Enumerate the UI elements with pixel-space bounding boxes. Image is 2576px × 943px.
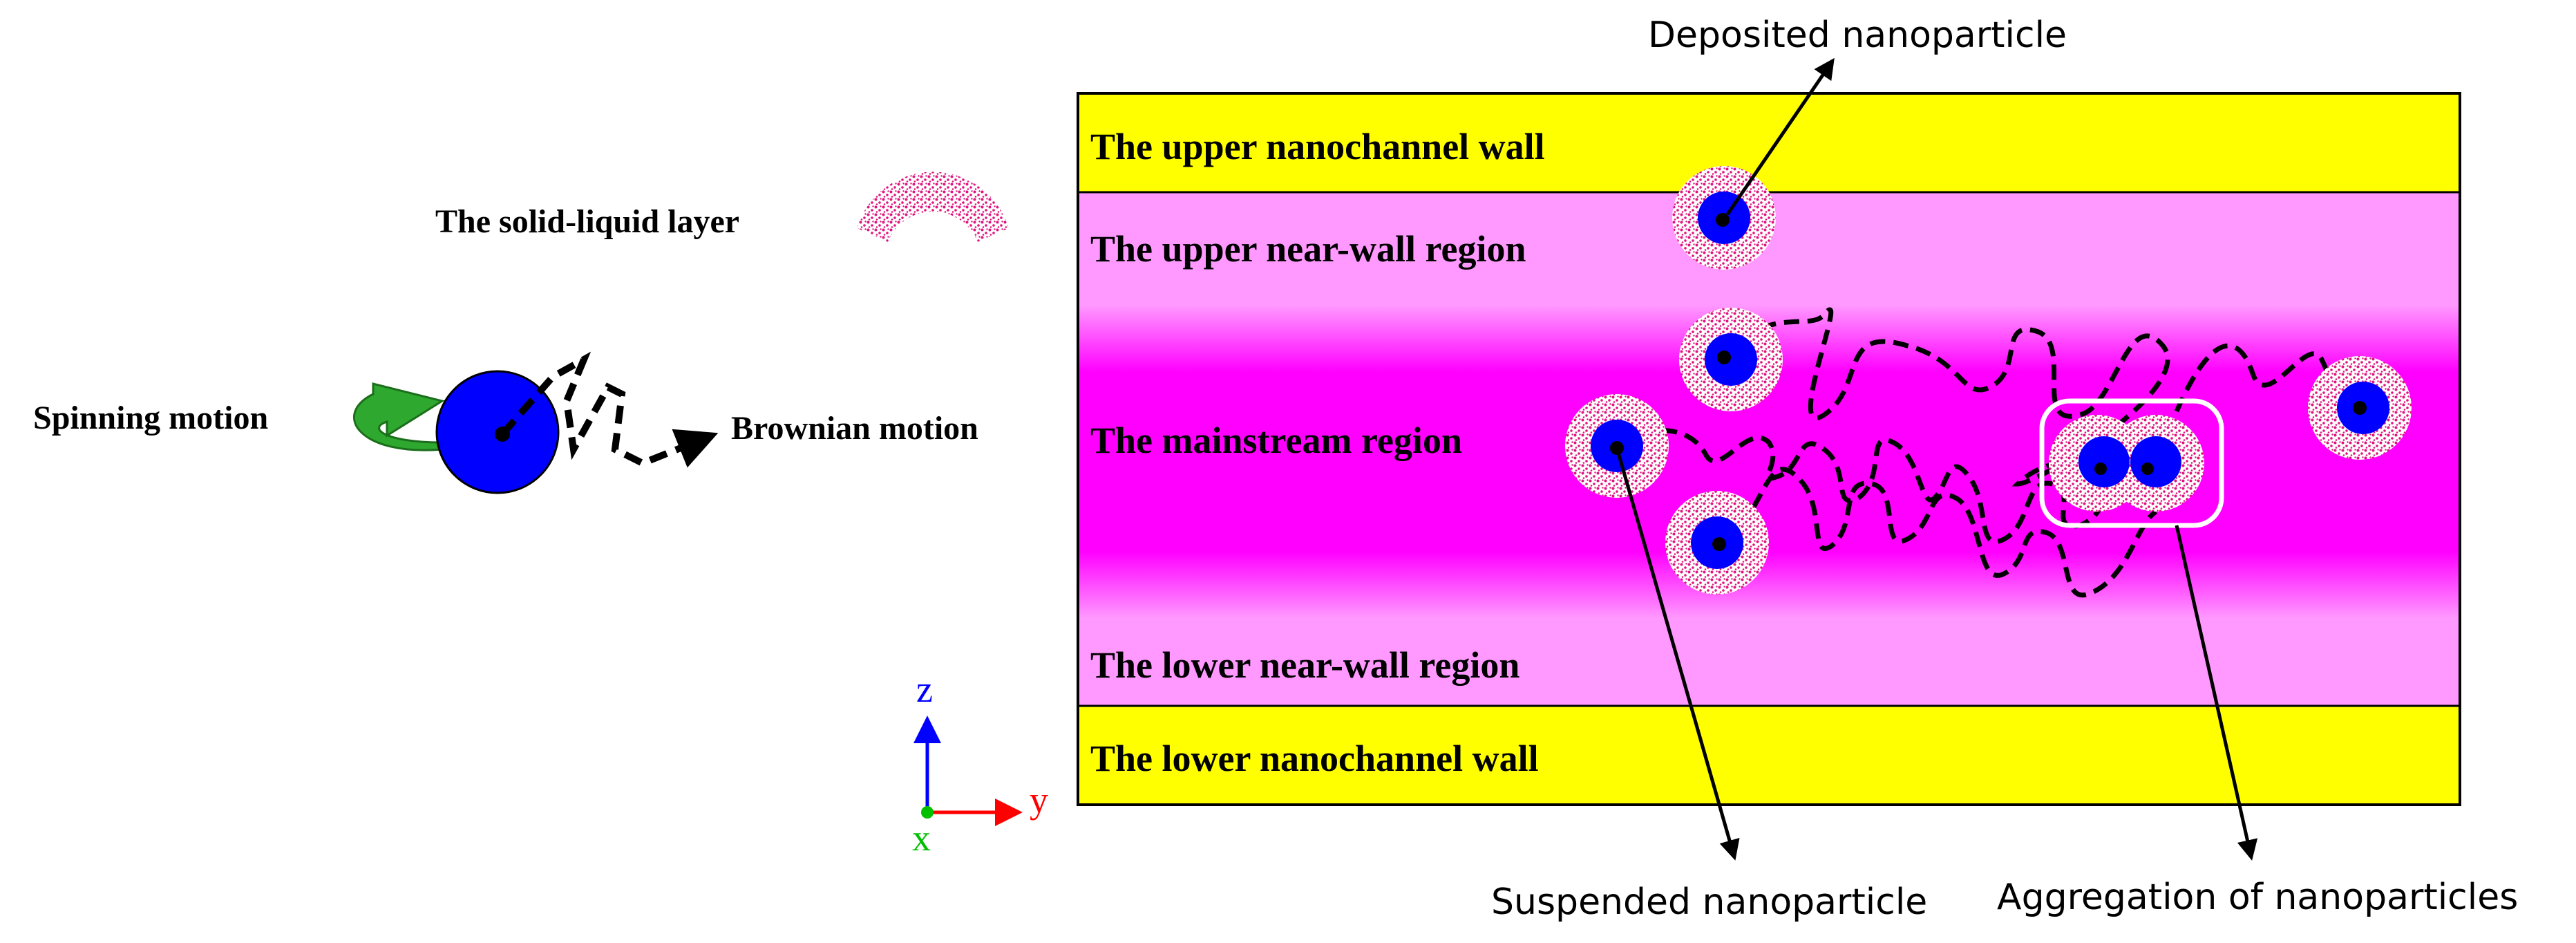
solid-liquid-layer-label: The solid-liquid layer bbox=[435, 203, 739, 240]
trajectory-right bbox=[2174, 343, 2409, 439]
axis-indicator: z y x bbox=[912, 669, 1048, 859]
upper-wall bbox=[1077, 92, 2461, 194]
particle-dot bbox=[2141, 463, 2154, 475]
aggregation-nanoparticles bbox=[2039, 398, 2224, 528]
mainstream-label: The mainstream region bbox=[1090, 420, 1462, 461]
brownian-motion-label: Brownian motion bbox=[731, 410, 978, 447]
lower-near-wall-label: The lower near-wall region bbox=[1090, 644, 1519, 686]
spin-arrow-icon bbox=[353, 382, 445, 451]
z-axis-label: z bbox=[916, 669, 933, 710]
particle-core bbox=[2078, 436, 2130, 487]
spinning-motion-label: Spinning motion bbox=[33, 400, 268, 436]
channel-fluid bbox=[1078, 192, 2460, 706]
callouts: Deposited nanoparticle Suspended nanopar… bbox=[1491, 15, 2518, 923]
trajectory-middle bbox=[1616, 428, 2151, 544]
aggregation-pointer bbox=[2175, 525, 2258, 861]
suspended-label: Suspended nanoparticle bbox=[1491, 881, 1927, 923]
legend: The solid-liquid layer Spinning motion B… bbox=[33, 171, 1009, 494]
solid-liquid-layer-swatch bbox=[857, 171, 1009, 242]
particle-core bbox=[1705, 333, 1757, 386]
particle-dot bbox=[2353, 401, 2367, 415]
suspended-nanoparticle-right bbox=[2308, 356, 2412, 460]
aggregation-box bbox=[2039, 398, 2224, 528]
channel-outline bbox=[1077, 92, 2461, 806]
aggregation-label: Aggregation of nanoparticles bbox=[1997, 877, 2518, 918]
suspended-pointer bbox=[1615, 447, 1740, 861]
brownian-path bbox=[500, 351, 719, 468]
particle-dot bbox=[2094, 463, 2107, 475]
suspended-nanoparticle-upper bbox=[1679, 308, 1783, 411]
particle-dot bbox=[1717, 351, 1731, 364]
suspended-nanoparticle bbox=[1565, 394, 1669, 498]
x-axis-dot bbox=[921, 806, 934, 819]
deposited-label: Deposited nanoparticle bbox=[1648, 15, 2067, 56]
particle-core bbox=[2130, 436, 2181, 487]
upper-wall-label: The upper nanochannel wall bbox=[1090, 126, 1545, 167]
particle-dot bbox=[1712, 537, 1726, 551]
particle-dot bbox=[1716, 213, 1730, 227]
suspended-nanoparticle-lower bbox=[1665, 491, 1769, 595]
deposited-nanoparticle bbox=[1672, 166, 1776, 270]
upper-near-wall-label: The upper near-wall region bbox=[1090, 228, 1526, 270]
x-axis-label: x bbox=[912, 817, 931, 859]
trajectory-lower bbox=[1725, 467, 2158, 598]
y-axis-label: y bbox=[1030, 779, 1048, 821]
nanochannel: The upper nanochannel wall The upper nea… bbox=[1077, 92, 2461, 806]
deposited-pointer bbox=[1725, 57, 1835, 216]
lower-wall-label: The lower nanochannel wall bbox=[1090, 738, 1539, 779]
particles bbox=[1565, 166, 2412, 595]
